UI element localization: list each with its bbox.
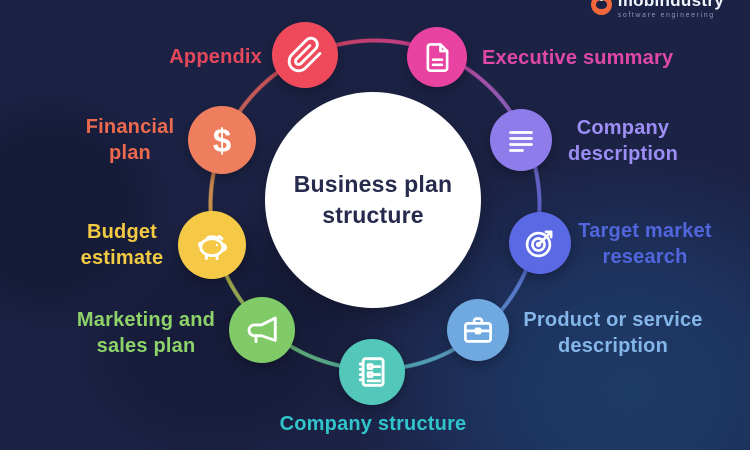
node-circle-company-description bbox=[490, 109, 552, 171]
logo-name: mobindustry bbox=[617, 0, 724, 10]
briefcase-icon bbox=[460, 312, 496, 348]
checklist-icon bbox=[353, 353, 391, 391]
piggy-bank-icon bbox=[193, 226, 232, 265]
node-label-executive-summary: Executive summary bbox=[482, 47, 674, 69]
node-circle-product-or-service-description bbox=[447, 299, 509, 361]
paperclip-icon bbox=[286, 36, 324, 74]
node-circle-financial-plan: $ bbox=[188, 106, 256, 174]
logo-tagline: software engineering bbox=[617, 11, 715, 19]
megaphone-icon bbox=[243, 311, 281, 349]
text-lines-icon bbox=[503, 122, 539, 158]
node-circle-executive-summary bbox=[407, 27, 467, 87]
node-circle-marketing-and-sales-plan bbox=[229, 297, 295, 363]
node-circle-target-market-research bbox=[509, 212, 571, 274]
node-circle-budget-estimate bbox=[178, 211, 246, 279]
center-circle: Business plan structure bbox=[265, 92, 481, 308]
document-icon bbox=[420, 40, 455, 75]
node-label-company-structure: Company structure bbox=[279, 413, 467, 435]
node-circle-appendix bbox=[272, 22, 338, 88]
node-label-appendix: Appendix bbox=[169, 46, 262, 68]
mobindustry-logo: mobindustry software engineering bbox=[590, 0, 724, 19]
diagram-title: Business plan structure bbox=[293, 170, 453, 228]
mobindustry-logo-icon bbox=[590, 0, 612, 15]
target-icon bbox=[522, 225, 558, 261]
node-circle-company-structure bbox=[339, 339, 405, 405]
dollar-icon: $ bbox=[212, 121, 232, 159]
